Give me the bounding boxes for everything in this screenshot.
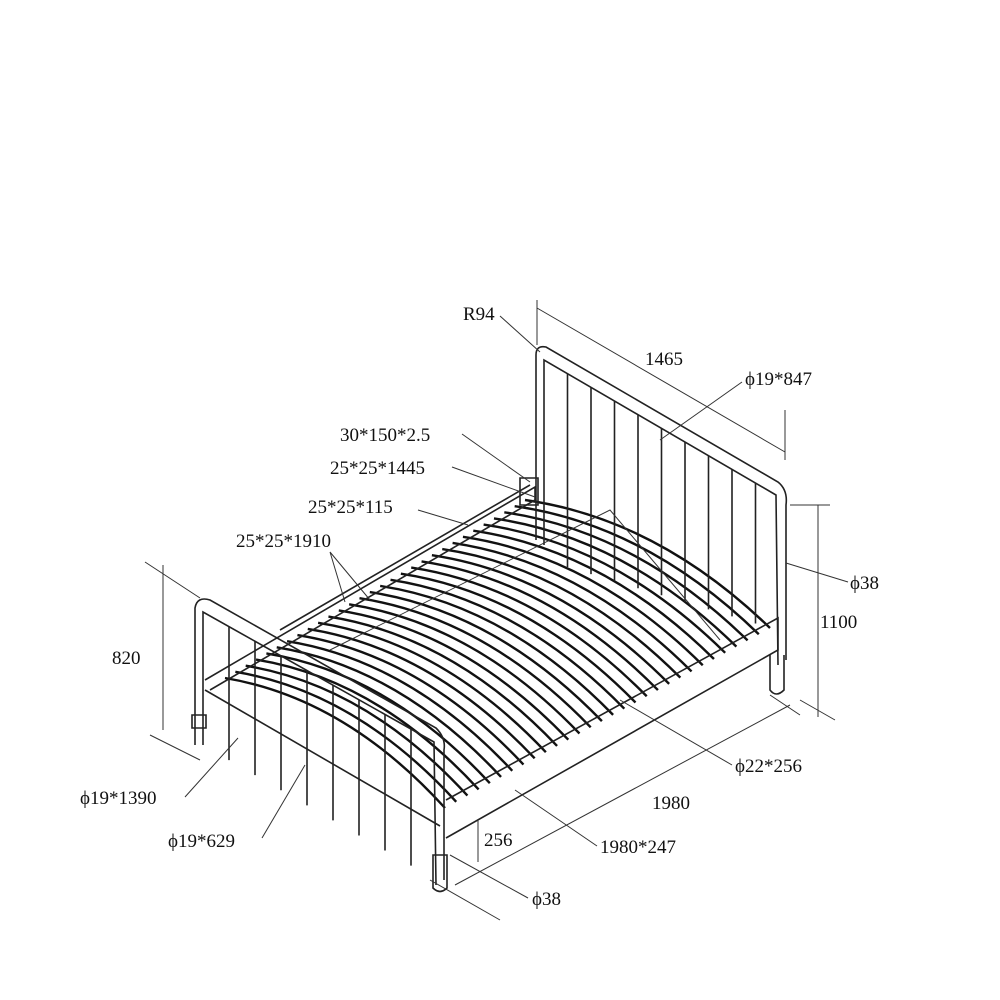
side-rails bbox=[204, 477, 779, 839]
slat bbox=[348, 603, 581, 735]
slat bbox=[286, 639, 514, 772]
slat bbox=[473, 529, 715, 660]
label-leg-foot: ϕ38 bbox=[532, 889, 561, 910]
slat bbox=[297, 633, 525, 766]
slats bbox=[224, 498, 771, 809]
slat bbox=[483, 523, 727, 654]
label-headboard-bar: ϕ19*847 bbox=[745, 369, 812, 390]
slat bbox=[317, 621, 547, 753]
label-cross-rail: 25*25*1445 bbox=[330, 458, 425, 479]
label-center-rail: 25*25*1910 bbox=[236, 531, 331, 552]
slat bbox=[504, 511, 749, 642]
slat bbox=[421, 560, 659, 691]
slat bbox=[255, 658, 480, 791]
slat bbox=[338, 609, 570, 741]
slat bbox=[411, 566, 648, 698]
label-headboard-height: 1100 bbox=[820, 612, 857, 633]
label-foot-bar: ϕ19*629 bbox=[168, 831, 235, 852]
headboard bbox=[535, 345, 788, 695]
slat bbox=[400, 572, 637, 704]
slat bbox=[452, 541, 693, 673]
label-short-post: 25*25*115 bbox=[308, 497, 393, 518]
slat bbox=[524, 498, 771, 629]
slat bbox=[379, 584, 614, 716]
slat bbox=[245, 664, 469, 797]
label-leg-head: ϕ38 bbox=[850, 573, 879, 594]
label-foot-rail: ϕ19*1390 bbox=[80, 788, 157, 809]
slat bbox=[390, 578, 626, 710]
slat bbox=[431, 554, 670, 685]
slat bbox=[235, 670, 458, 803]
label-leg-height: 256 bbox=[484, 830, 513, 851]
slat bbox=[462, 535, 704, 667]
label-length: 1980 bbox=[652, 793, 690, 814]
slat bbox=[307, 627, 536, 760]
label-headboard-width: 1465 bbox=[645, 349, 683, 370]
slat bbox=[276, 646, 502, 778]
slat bbox=[359, 597, 592, 729]
slat bbox=[442, 547, 682, 679]
footboard bbox=[191, 598, 448, 893]
label-bracket: 30*150*2.5 bbox=[340, 425, 430, 446]
label-r94: R94 bbox=[463, 304, 495, 325]
slat bbox=[328, 615, 558, 747]
label-footboard-height: 820 bbox=[112, 648, 141, 669]
label-center-leg: ϕ22*256 bbox=[735, 756, 802, 777]
slat bbox=[369, 590, 603, 722]
label-side-rail: 1980*247 bbox=[600, 837, 676, 858]
dimension-lines bbox=[144, 300, 849, 921]
slat bbox=[493, 517, 738, 648]
slat bbox=[266, 652, 491, 784]
